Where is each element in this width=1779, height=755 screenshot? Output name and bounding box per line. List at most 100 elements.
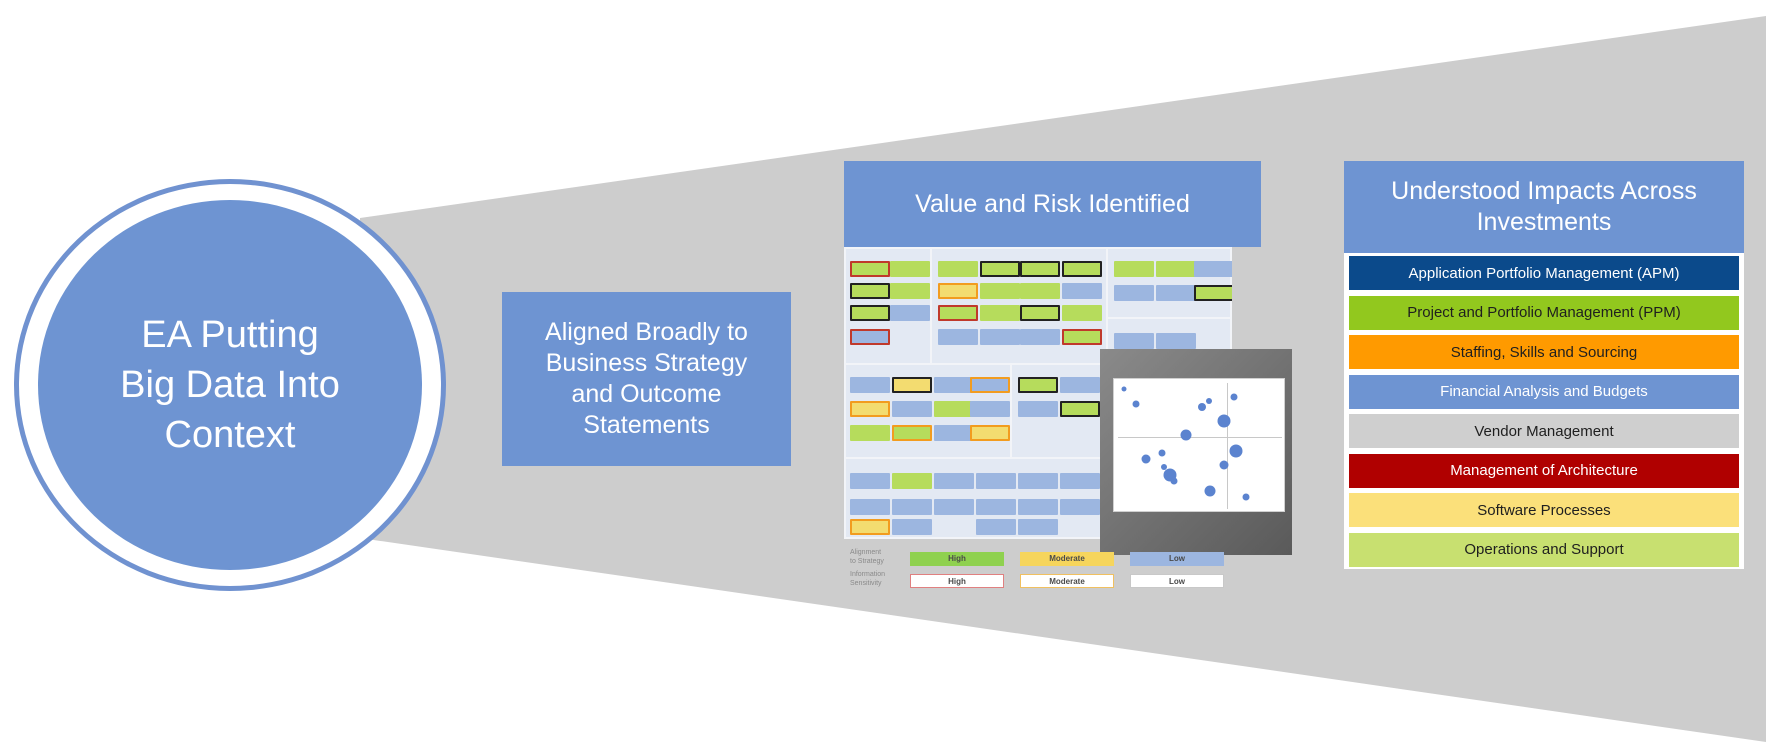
bubble-point <box>1217 414 1231 428</box>
bubble-point <box>1206 398 1212 404</box>
bubble-point <box>1132 400 1140 408</box>
impact-item: Project and Portfolio Management (PPM) <box>1349 295 1739 330</box>
aligned-strategy-text: Aligned Broadly to Business Strategy and… <box>545 318 748 439</box>
impacts-list: Application Portfolio Management (APM) Pr… <box>1344 253 1744 569</box>
heatmap-section <box>1108 249 1230 317</box>
heatmap-cell <box>1194 261 1232 277</box>
bubble-point <box>1219 460 1229 470</box>
impacts-title-text: Understood Impacts Across Investments <box>1391 177 1697 236</box>
heatmap-cell <box>850 425 890 441</box>
heatmap-cell <box>1062 283 1102 299</box>
heatmap-cell <box>892 473 932 489</box>
heatmap-cell <box>1018 499 1058 515</box>
heatmap-cell <box>1060 499 1100 515</box>
heatmap-cell <box>890 261 930 277</box>
heatmap-cell <box>1114 285 1154 301</box>
bubble-point <box>1242 493 1250 501</box>
bubble-point <box>1161 464 1167 470</box>
heatmap-cell <box>1060 401 1100 417</box>
bubble-chart-horizontal-axis <box>1118 437 1282 438</box>
heatmap-cell <box>1020 329 1060 345</box>
heatmap-cell <box>934 377 974 393</box>
impact-item: Staffing, Skills and Sourcing <box>1349 335 1739 369</box>
impact-item: Application Portfolio Management (APM) <box>1349 256 1739 290</box>
heatmap-cell <box>850 329 890 345</box>
center-circle-text: EA Putting Big Data Into Context <box>120 314 340 456</box>
heatmap-cell <box>970 425 1010 441</box>
impacts-title: Understood Impacts Across Investments <box>1344 161 1744 253</box>
heatmap-cell <box>976 473 1016 489</box>
heatmap-cell <box>934 425 974 441</box>
heatmap-cell <box>1060 473 1100 489</box>
heatmap-cell <box>850 401 890 417</box>
legend-label: Information Sensitivity <box>850 571 886 587</box>
heatmap-cell <box>980 283 1020 299</box>
bubble-point <box>1121 386 1127 392</box>
heatmap-cell <box>1060 377 1100 393</box>
heatmap-cell <box>892 519 932 535</box>
bubble-chart-thumbnail <box>1113 378 1285 512</box>
impact-item: Financial Analysis and Budgets <box>1349 374 1739 409</box>
heatmap-cell <box>850 305 890 321</box>
legend-chip-high: High <box>910 574 1004 588</box>
heatmap-cell <box>938 305 978 321</box>
heatmap-cell <box>938 329 978 345</box>
impact-item: Management of Architecture <box>1349 453 1739 488</box>
heatmap-cell <box>1194 285 1232 301</box>
heatmap-cell <box>976 519 1016 535</box>
heatmap-cell <box>1062 261 1102 277</box>
heatmap-cell <box>1020 261 1060 277</box>
bubble-point <box>1230 393 1238 401</box>
bubble-point <box>1158 449 1166 457</box>
heatmap-cell <box>934 401 974 417</box>
heatmap-cell <box>892 499 932 515</box>
heatmap-cell <box>850 473 890 489</box>
bubble-point <box>1180 429 1192 441</box>
legend-chip-low: Low <box>1130 574 1224 588</box>
heatmap-cell <box>1020 283 1060 299</box>
heatmap-cell <box>1018 377 1058 393</box>
heatmap-cell <box>892 377 932 393</box>
heatmap-cell <box>890 305 930 321</box>
impact-item: Vendor Management <box>1349 414 1739 448</box>
heatmap-cell <box>892 401 932 417</box>
heatmap-cell <box>980 329 1020 345</box>
impact-item: Operations and Support <box>1349 532 1739 567</box>
bubble-point <box>1170 477 1178 485</box>
value-risk-title-text: Value and Risk Identified <box>915 189 1190 218</box>
heatmap-cell <box>850 499 890 515</box>
heatmap-cell <box>1114 333 1154 349</box>
aligned-strategy-box: Aligned Broadly to Business Strategy and… <box>502 292 791 466</box>
heatmap-cell <box>980 261 1020 277</box>
bubble-point <box>1229 444 1243 458</box>
heatmap-cell <box>850 283 890 299</box>
heatmap-cell <box>890 283 930 299</box>
heatmap-cell <box>934 499 974 515</box>
heatmap-cell <box>1156 333 1196 349</box>
heatmap-cell <box>1114 261 1154 277</box>
legend-chip-high: High <box>910 552 1004 566</box>
heatmap-cell <box>1156 285 1196 301</box>
legend-chip-moderate: Moderate <box>1020 552 1114 566</box>
heatmap-cell <box>934 473 974 489</box>
bubble-chart-vertical-axis <box>1227 383 1228 509</box>
legend-chip-low: Low <box>1130 552 1224 566</box>
legend-row-alignment: Alignment to Strategy High Moderate Low <box>850 548 1230 576</box>
heatmap-cell <box>1062 329 1102 345</box>
heatmap-cell <box>850 261 890 277</box>
heatmap-cell <box>938 261 978 277</box>
heatmap-cell <box>976 499 1016 515</box>
legend-label: Alignment to Strategy <box>850 549 884 565</box>
bubble-point <box>1141 454 1151 464</box>
heatmap-cell <box>980 305 1020 321</box>
heatmap-cell <box>970 377 1010 393</box>
heatmap-cell <box>1156 261 1196 277</box>
heatmap-cell <box>892 425 932 441</box>
center-circle: EA Putting Big Data Into Context <box>38 200 422 570</box>
legend-row-sensitivity: Information Sensitivity High Moderate Lo… <box>850 570 1230 598</box>
impact-item: Software Processes <box>1349 493 1739 527</box>
heatmap-cell <box>850 519 890 535</box>
heatmap-cell <box>1062 305 1102 321</box>
heatmap-cell <box>1018 473 1058 489</box>
bubble-point <box>1204 485 1216 497</box>
